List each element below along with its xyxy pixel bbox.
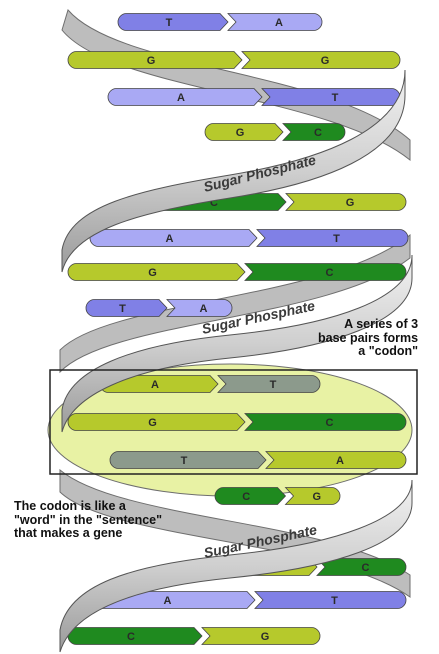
- base-right-label-11: G: [312, 491, 321, 503]
- base-left-7: [86, 300, 167, 317]
- base-left-10: [110, 452, 266, 469]
- base-left-0: [118, 14, 228, 31]
- base-left-label-14: C: [127, 631, 135, 643]
- base-right-label-1: G: [321, 55, 330, 67]
- base-left-label-0: T: [166, 17, 173, 29]
- base-left-label-2: A: [177, 92, 185, 104]
- base-right-label-7: A: [200, 303, 208, 315]
- base-left-label-5: A: [166, 233, 174, 245]
- codon-annotation-line3: a "codon": [318, 345, 418, 359]
- base-left-label-1: G: [147, 55, 156, 67]
- base-right-label-3: C: [314, 127, 322, 139]
- base-right-label-8: T: [270, 379, 277, 391]
- base-left-label-10: T: [181, 455, 188, 467]
- word-annotation-line1: The codon is like a: [14, 500, 162, 514]
- word-annotation-line3: that makes a gene: [14, 527, 162, 541]
- base-left-5: [90, 230, 257, 247]
- codon-annotation: A series of 3 base pairs forms a "codon": [318, 318, 418, 359]
- base-left-11: [215, 488, 286, 505]
- base-right-label-5: T: [333, 233, 340, 245]
- base-left-label-8: A: [151, 379, 159, 391]
- base-left-label-6: G: [148, 267, 157, 279]
- base-left-label-13: A: [164, 595, 172, 607]
- base-right-label-6: C: [326, 267, 334, 279]
- base-right-label-10: A: [336, 455, 344, 467]
- codon-annotation-line1: A series of 3: [318, 318, 418, 332]
- word-annotation-line2: "word" in the "sentence": [14, 514, 162, 528]
- base-right-label-9: C: [326, 417, 334, 429]
- codon-annotation-line2: base pairs forms: [318, 332, 418, 346]
- base-right-label-0: A: [275, 17, 283, 29]
- base-left-label-3: G: [236, 127, 245, 139]
- base-right-label-2: T: [332, 92, 339, 104]
- word-annotation: The codon is like a "word" in the "sente…: [14, 500, 162, 541]
- base-left-2: [108, 89, 262, 106]
- base-left-14: [68, 628, 202, 645]
- base-right-label-4: G: [346, 197, 355, 209]
- base-left-label-9: G: [148, 417, 157, 429]
- base-left-label-11: C: [242, 491, 250, 503]
- base-right-label-14: G: [261, 631, 270, 643]
- base-left-label-7: T: [119, 303, 126, 315]
- base-right-label-12: C: [362, 562, 370, 574]
- base-right-label-13: T: [331, 595, 338, 607]
